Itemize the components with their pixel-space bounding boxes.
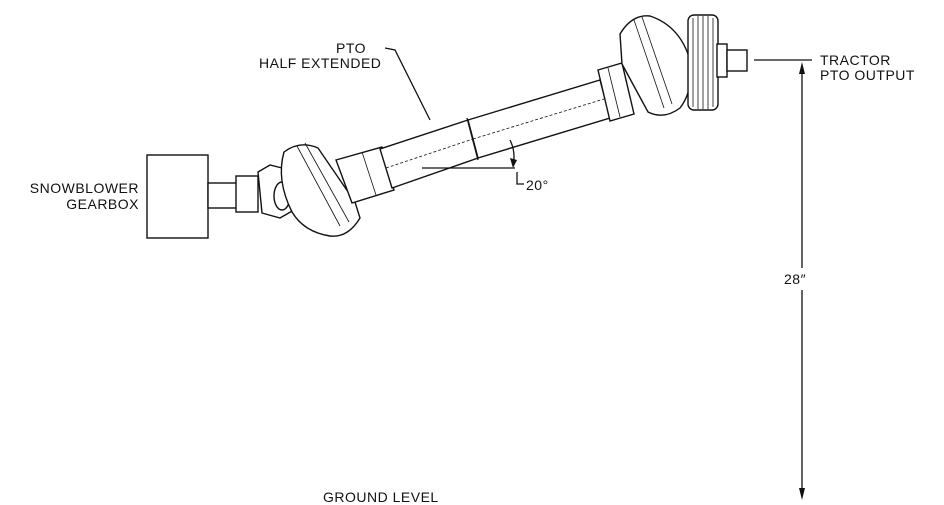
lower-shield-ring-line (304, 142, 350, 223)
inner-tube-center-line (472, 98, 605, 140)
lower-tube-collar (335, 146, 395, 204)
upper-shield-ring-line (633, 19, 665, 109)
angle-label: 20° (526, 177, 549, 193)
angle-leader-line (516, 172, 524, 185)
pto-leader-line (384, 47, 431, 121)
inner-tube (467, 79, 611, 159)
ground-level-label: GROUND LEVEL (323, 489, 439, 505)
snowblower-label: SNOWBLOWER (29, 180, 139, 196)
lower-shield-ring-line (296, 145, 341, 227)
lower-collar-line (361, 151, 377, 196)
pto-state-label: HALF EXTENDED (259, 55, 382, 71)
height-arrow-top (799, 62, 805, 74)
gearbox-label: GEARBOX (66, 196, 139, 212)
pto-label: PTO (336, 40, 367, 56)
gearbox-collar (235, 175, 259, 213)
upper-tube-collar (597, 62, 635, 122)
tractor-output-shaft (726, 49, 748, 72)
upper-collar-line (607, 67, 621, 118)
tractor-output-collar (716, 43, 728, 78)
gearbox-box (146, 154, 209, 239)
height-label: 28″ (782, 271, 809, 287)
upper-shield-ring-line (641, 16, 673, 105)
outer-tube-center-line (385, 138, 474, 169)
pto-output-label: PTO OUTPUT (820, 67, 915, 83)
height-arrow-bottom (799, 488, 805, 500)
gearbox-output-shaft (207, 182, 239, 209)
tractor-label: TRACTOR (820, 52, 891, 68)
tube-joint-line (466, 117, 479, 161)
angle-arrow (510, 158, 517, 168)
